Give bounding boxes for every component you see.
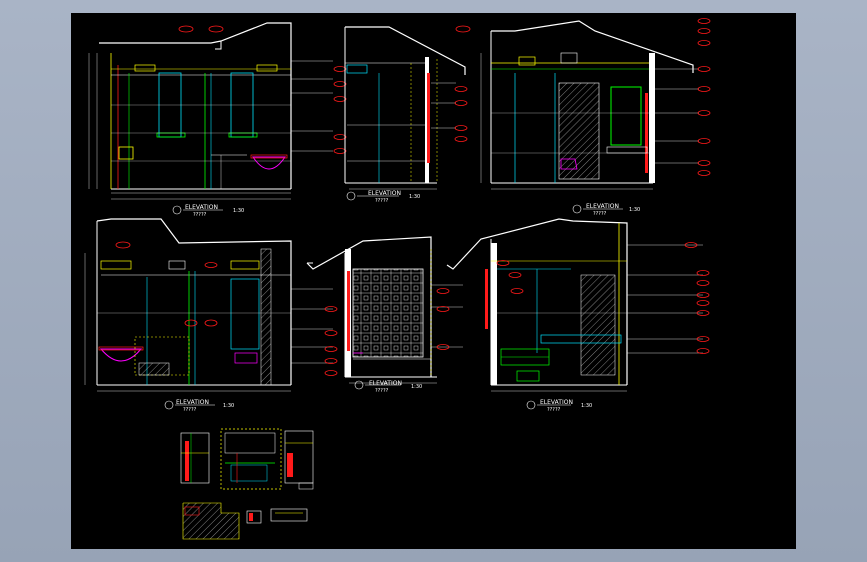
- elevation-3-scale: 1:30: [629, 207, 640, 213]
- cad-drawing: ELEVATION ????? 1:30 ELEVATION ????? 1:3…: [84, 18, 711, 540]
- elevation-3-title: ELEVATION: [586, 203, 619, 210]
- elevation-2: [344, 25, 471, 201]
- elevation-3: [480, 18, 711, 214]
- elevation-5-title: ELEVATION: [369, 380, 402, 387]
- elevation-5-scale: 1:30: [411, 384, 422, 390]
- elevation-6-title: ELEVATION: [540, 399, 573, 406]
- detail-drawings: [180, 428, 314, 540]
- elevation-5: [306, 236, 463, 390]
- elevation-2-title: ELEVATION: [368, 190, 401, 197]
- elevation-6-subtitle: ?????: [547, 407, 561, 413]
- elevation-1-subtitle: ?????: [193, 212, 207, 218]
- elevation-4-scale: 1:30: [223, 403, 234, 409]
- elevation-4-title: ELEVATION: [176, 399, 209, 406]
- elevation-3-subtitle: ?????: [593, 211, 607, 217]
- elevation-1-title: ELEVATION: [185, 204, 218, 211]
- elevation-6-scale: 1:30: [581, 403, 592, 409]
- elevation-4: [84, 218, 338, 410]
- elevation-2-scale: 1:30: [409, 194, 420, 200]
- elevation-4-subtitle: ?????: [183, 407, 197, 413]
- elevation-1: [88, 22, 347, 215]
- elevation-6: [446, 218, 710, 410]
- drawing-sheet: ELEVATION ????? 1:30 ELEVATION ????? 1:3…: [71, 13, 796, 549]
- elevation-2-subtitle: ?????: [375, 198, 389, 204]
- elevation-1-scale: 1:30: [233, 208, 244, 214]
- elevation-5-subtitle: ?????: [375, 388, 389, 394]
